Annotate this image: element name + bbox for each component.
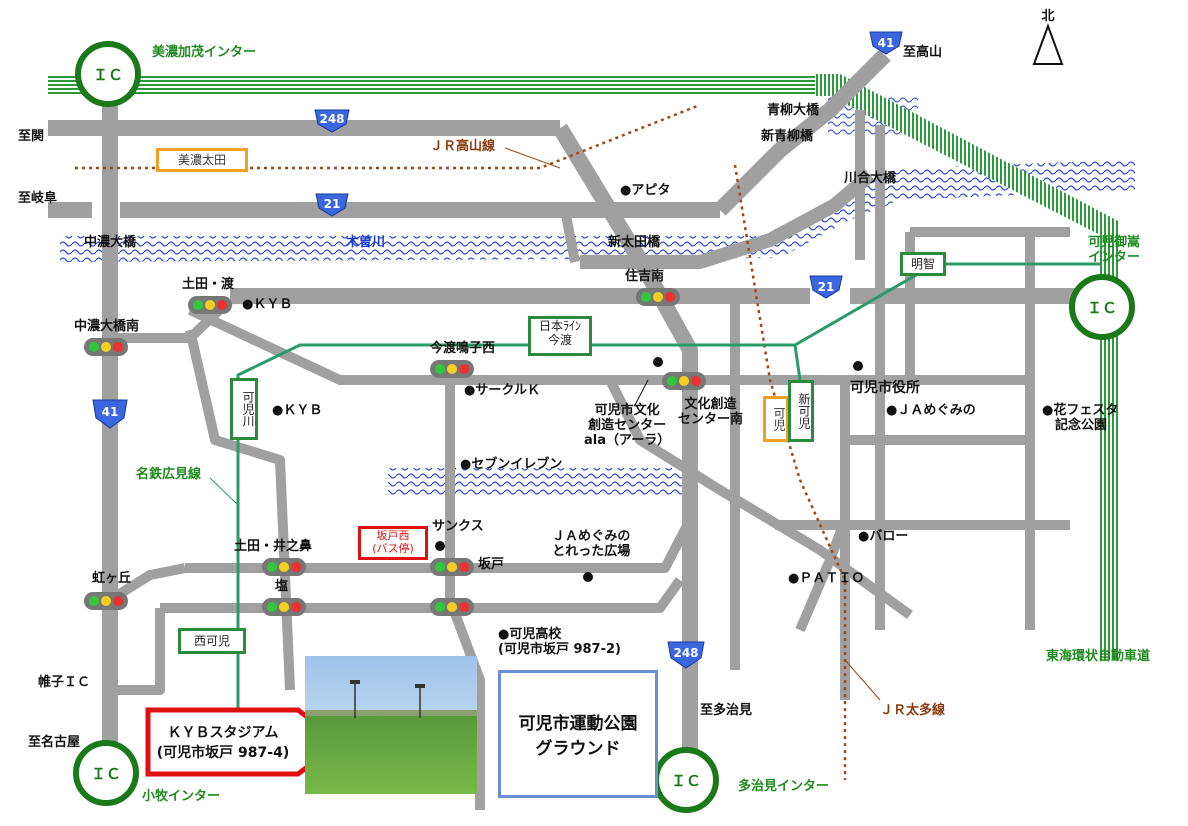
leader-lines <box>504 147 881 701</box>
city-hall-label: 可児市役所 <box>850 380 920 396</box>
kawai-bridge-label: 川合大橋 <box>844 171 897 186</box>
apita-label: ●アピタ <box>620 183 671 198</box>
to-tajimi-label: 至多治見 <box>700 703 753 718</box>
patio-label: ●ＰＡＴＩＯ <box>788 571 865 586</box>
stadium-photo <box>305 656 477 794</box>
sanks-label: サンクス <box>432 519 484 534</box>
ic-minokamo: ＩＣ <box>75 41 141 107</box>
tokai-loop-expressway <box>48 74 1120 660</box>
shin-aoyagi-bridge-label: 新青柳橋 <box>761 129 814 144</box>
shin-ota-bridge-label: 新太田橋 <box>608 235 661 250</box>
nishi-kani-station: 西可児 <box>178 628 246 654</box>
mino-ota-station: 美濃太田 <box>156 148 248 172</box>
meichi-station: 明智 <box>900 252 946 276</box>
hana-festa-label: ●花フェスタ 記念公園 <box>1042 403 1119 433</box>
kani-river-station: 可児川 <box>230 378 258 440</box>
tajimi-ic-label: 多治見インター <box>738 779 830 794</box>
to-gifu-label: 至岐阜 <box>18 191 58 206</box>
bunka-center-label: 可児市文化 創造センター ala（アーラ） <box>584 403 671 448</box>
ic-komaki: ＩＣ <box>73 740 139 806</box>
jr-takayama-line-label: ＪＲ高山線 <box>430 139 496 154</box>
chuno-ohashi-minami-label: 中濃大橋南 <box>74 319 140 334</box>
signal-icon <box>84 338 128 356</box>
signal-icon <box>636 288 680 306</box>
imawatari-narukonishi-label: 今渡鳴子西 <box>430 341 496 356</box>
kyb-north-label: ●ＫＹＢ <box>242 297 293 312</box>
route-248-shield-top: 248 <box>314 109 350 133</box>
route-248-label: 248 <box>319 112 344 126</box>
bunka-minami-label: 文化創造 センター南 <box>678 397 744 427</box>
doda-inohana-label: 土田・井之鼻 <box>234 539 313 554</box>
signal-icon <box>430 598 474 616</box>
kani-sports-park-ground: 可児市運動公園 グラウンド <box>498 670 658 798</box>
signal-icon <box>84 592 128 610</box>
north-arrow-icon: 北 <box>1032 9 1064 65</box>
seven-eleven-label: ●セブンイレブン <box>460 457 563 472</box>
minokamo-ic-label: 美濃加茂インター <box>152 45 257 60</box>
kani-high-label: ●可児高校 (可児市坂戸 987-2) <box>498 627 621 657</box>
signal-icon <box>662 372 706 390</box>
route-21-shield-east: 21 <box>809 275 843 299</box>
svg-text:ＩＣ: ＩＣ <box>671 772 701 790</box>
nijigaoka-label: 虹ヶ丘 <box>92 571 132 586</box>
route-41-shield-top: 41 <box>869 31 903 55</box>
kanimitake-ic-label: 可児御嵩 インター <box>1088 235 1141 265</box>
kyb-south-label: ●ＫＹＢ <box>272 403 323 418</box>
signal-icon <box>430 558 474 576</box>
svg-text:ＩＣ: ＩＣ <box>91 765 121 783</box>
tokai-loop-label: 東海環状自動車道 <box>1046 649 1151 664</box>
sumiyoshi-minami-label: 住吉南 <box>625 269 665 284</box>
sakado-label: 坂戸 <box>478 557 505 572</box>
signal-icon <box>188 296 232 314</box>
signal-icon <box>430 360 474 378</box>
to-seki-label: 至関 <box>18 129 45 144</box>
route-41-shield-west: 41 <box>92 399 128 429</box>
signal-icon <box>262 598 306 616</box>
valor-label: ●バロー <box>858 529 909 544</box>
sakado-nishi-bus-stop: 坂戸西 (バス停) <box>358 526 428 560</box>
kani-ic-label: 帷子ＩＣ <box>38 675 91 690</box>
circle-k-label: ●サークルＫ <box>464 383 540 398</box>
doda-watari-label: 土田・渡 <box>182 277 235 292</box>
route-248-shield-south: 248 <box>667 641 705 669</box>
svg-text:41: 41 <box>878 36 895 50</box>
kyb-stadium-label: ＫＹＢスタジアム (可児市坂戸 987-4) <box>156 725 290 761</box>
svg-text:ＩＣ: ＩＣ <box>1087 299 1117 317</box>
ic-tajimi: ＩＣ <box>653 747 719 813</box>
landmark-dots <box>435 357 863 582</box>
komaki-ic-label: 小牧インター <box>142 789 221 804</box>
ja-toretta-label: ＪＡめぐみの とれった広場 <box>552 529 631 559</box>
jr-taita-line-label: ＪＲ太多線 <box>880 703 946 718</box>
nihon-rhine-imawatari-station: 日本ﾗｲﾝ 今渡 <box>528 316 592 356</box>
svg-text:21: 21 <box>818 280 835 294</box>
chuno-bridge-label: 中濃大橋 <box>84 235 137 250</box>
aoyagi-bridge-label: 青柳大橋 <box>767 103 820 118</box>
ja-megumino-label: ●ＪＡめぐみの <box>886 403 976 418</box>
ic-kanimitake: ＩＣ <box>1069 274 1135 340</box>
jr-kani-station: 可児 <box>763 396 789 442</box>
svg-text:41: 41 <box>102 405 119 419</box>
route-21-shield-mid: 21 <box>315 193 349 217</box>
svg-text:ＩＣ: ＩＣ <box>93 66 123 84</box>
svg-text:21: 21 <box>324 197 341 211</box>
to-nagoya-label: 至名古屋 <box>28 735 81 750</box>
traffic-signals <box>84 288 706 616</box>
svg-text:248: 248 <box>673 646 698 660</box>
to-takayama-label: 至高山 <box>903 45 943 60</box>
svg-text:北: 北 <box>1041 9 1054 24</box>
shin-kani-station: 新可児 <box>788 380 814 442</box>
kiso-river-label: 木曽川 <box>346 235 386 250</box>
signal-icon <box>262 558 306 576</box>
meitetsu-hiromi-line-label: 名鉄広見線 <box>136 467 202 482</box>
shio-label: 塩 <box>275 579 289 594</box>
